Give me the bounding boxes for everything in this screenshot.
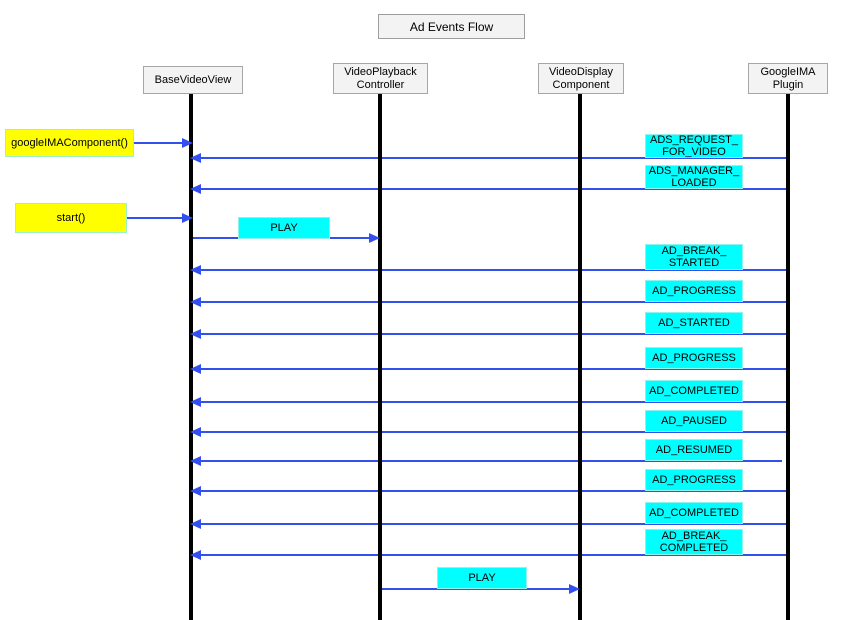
message-arrow-line (191, 301, 788, 303)
message-label: ADS_REQUEST_ FOR_VIDEO (645, 134, 743, 158)
arrowhead-left-icon (190, 297, 201, 307)
arrowhead-left-icon (190, 550, 201, 560)
message-arrow-line (191, 431, 788, 433)
arrowhead-left-icon (190, 329, 201, 339)
message-label: AD_STARTED (645, 312, 743, 334)
lifeline (189, 94, 193, 620)
message-arrow-line (191, 269, 788, 271)
message-label: AD_COMPLETED (645, 380, 743, 402)
arrowhead-right-icon (569, 584, 580, 594)
lifeline (786, 94, 790, 620)
message-arrow-line (191, 460, 782, 462)
message-arrow-line (191, 368, 788, 370)
arrowhead-left-icon (190, 265, 201, 275)
message-label: AD_PAUSED (645, 410, 743, 432)
message-arrow-line (191, 523, 788, 525)
diagram-title: Ad Events Flow (378, 14, 525, 39)
actor-header-box: BaseVideoView (143, 66, 243, 94)
message-label: PLAY (238, 217, 330, 239)
lifeline (378, 94, 382, 620)
arrowhead-left-icon (190, 153, 201, 163)
arrowhead-left-icon (190, 486, 201, 496)
message-arrow-line (191, 333, 788, 335)
actor-header-box: GoogleIMA Plugin (748, 63, 828, 94)
lifeline (578, 94, 582, 620)
message-arrow-line (191, 401, 788, 403)
arrowhead-left-icon (190, 456, 201, 466)
arrowhead-right-icon (369, 233, 380, 243)
message-arrow-line (191, 490, 788, 492)
arrowhead-left-icon (190, 184, 201, 194)
external-call-label: start() (15, 203, 127, 233)
arrowhead-left-icon (190, 519, 201, 529)
message-label: AD_RESUMED (645, 439, 743, 461)
arrowhead-left-icon (190, 427, 201, 437)
actor-header-box: VideoDisplay Component (538, 63, 624, 94)
message-label: PLAY (437, 567, 527, 589)
message-arrow-line (191, 554, 788, 556)
external-call-label: googleIMAComponent() (5, 129, 134, 157)
message-label: AD_PROGRESS (645, 280, 743, 302)
message-label: ADS_MANAGER_ LOADED (645, 165, 743, 189)
call-arrow-line (127, 217, 193, 219)
message-arrow-line (191, 188, 788, 190)
arrowhead-right-icon (182, 213, 193, 223)
arrowhead-right-icon (182, 138, 193, 148)
actor-header-box: VideoPlayback Controller (333, 63, 428, 94)
message-label: AD_PROGRESS (645, 469, 743, 491)
arrowhead-left-icon (190, 397, 201, 407)
message-label: AD_COMPLETED (645, 502, 743, 524)
message-arrow-line (191, 157, 788, 159)
call-arrow-line (134, 142, 193, 144)
message-label: AD_PROGRESS (645, 347, 743, 369)
message-label: AD_BREAK_ STARTED (645, 244, 743, 270)
message-label: AD_BREAK_ COMPLETED (645, 529, 743, 555)
arrowhead-left-icon (190, 364, 201, 374)
